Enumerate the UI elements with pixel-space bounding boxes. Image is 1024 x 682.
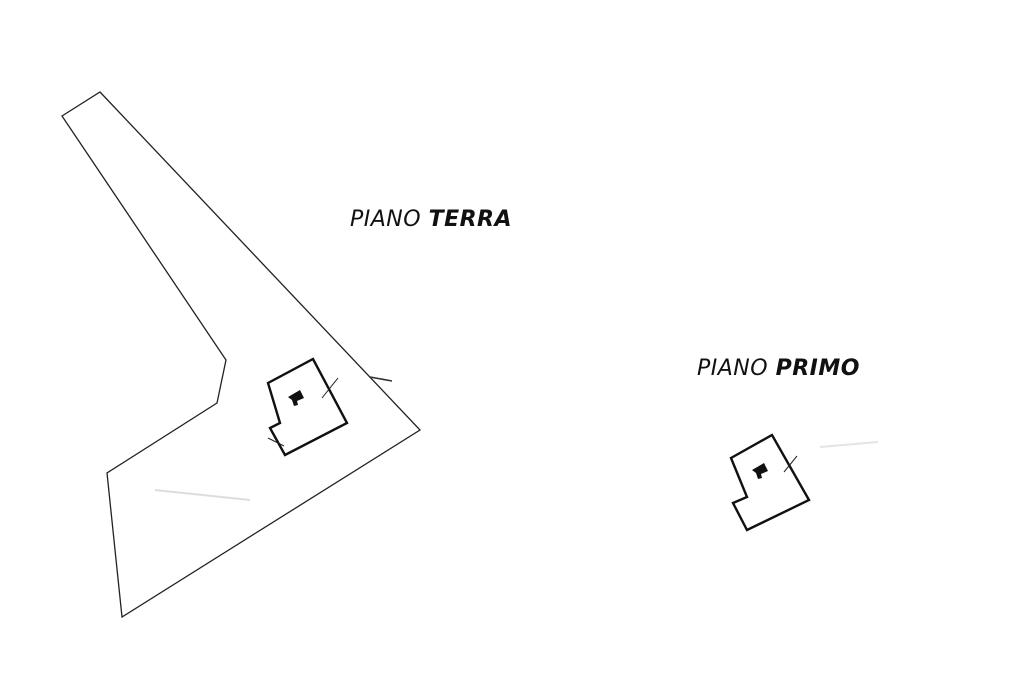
label-floor-name: TERRA xyxy=(428,207,513,232)
label-ground-floor: PIANO TERRA xyxy=(350,207,512,232)
label-first-floor: PIANO PRIMO xyxy=(697,356,860,381)
stair-symbol xyxy=(288,390,304,406)
boundary-tick xyxy=(369,376,393,382)
entry-tick xyxy=(321,377,339,399)
faint-mark xyxy=(154,489,251,501)
label-prefix: PIANO xyxy=(350,207,422,232)
building-outline xyxy=(729,433,811,532)
building-ground-floor xyxy=(266,357,349,457)
stair-symbol xyxy=(752,463,768,479)
building-outline xyxy=(266,357,349,457)
lot-boundary xyxy=(61,91,422,619)
label-floor-name: PRIMO xyxy=(775,356,860,381)
building-first-floor xyxy=(729,433,811,532)
entry-tick xyxy=(267,437,285,447)
entry-tick xyxy=(783,455,798,473)
label-prefix: PIANO xyxy=(697,356,769,381)
faint-mark xyxy=(819,441,879,448)
